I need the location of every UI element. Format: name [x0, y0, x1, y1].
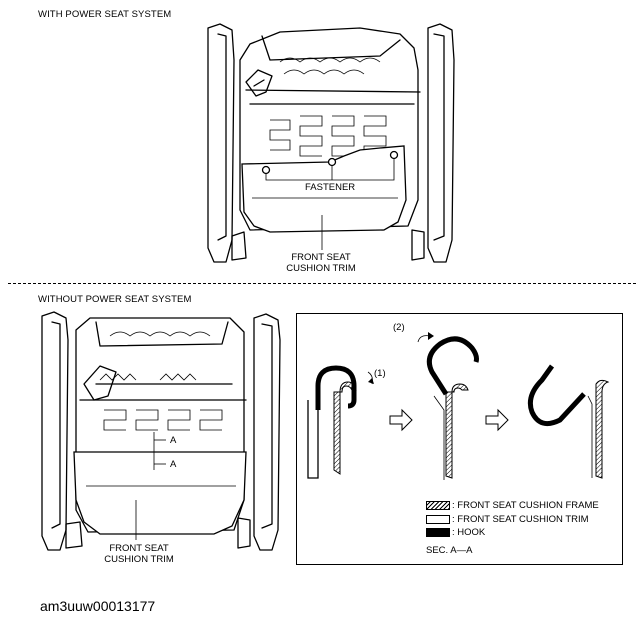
top-trim-label-line2: CUSHION TRIM — [286, 263, 356, 274]
fastener-label: FASTENER — [305, 182, 356, 193]
legend-item-hook: : HOOK — [426, 527, 485, 538]
bottom-trim-label-line1: FRONT SEAT — [109, 543, 169, 554]
section-title-no-power-seat: WITHOUT POWER SEAT SYSTEM — [38, 294, 192, 305]
legend-text-trim: : FRONT SEAT CUSHION TRIM — [452, 514, 589, 525]
figure-id: am3uuw00013177 — [40, 598, 156, 614]
top-trim-label: FRONT SEAT CUSHION TRIM — [278, 252, 364, 274]
legend-text-hook: : HOOK — [452, 527, 486, 538]
legend-text-frame: : FRONT SEAT CUSHION FRAME — [452, 500, 599, 511]
section-marker-a-lower: A — [170, 459, 177, 470]
bottom-trim-label-line2: CUSHION TRIM — [104, 554, 174, 565]
top-trim-label-line1: FRONT SEAT — [291, 252, 351, 263]
legend-swatch-hatch — [426, 501, 450, 510]
legend-swatch-black — [426, 528, 450, 537]
step-2-label: (2) — [393, 322, 405, 333]
legend-item-trim: : FRONT SEAT CUSHION TRIM — [426, 514, 589, 525]
section-marker-a-upper: A — [170, 435, 177, 446]
section-caption: SEC. A—A — [426, 545, 473, 556]
bottom-trim-label: FRONT SEAT CUSHION TRIM — [96, 543, 182, 565]
section-detail-box — [296, 313, 623, 565]
legend-swatch-white — [426, 515, 450, 524]
step-1-label: (1) — [374, 368, 386, 379]
section-divider — [8, 283, 636, 284]
section-title-power-seat: WITH POWER SEAT SYSTEM — [38, 9, 172, 20]
legend-item-frame: : FRONT SEAT CUSHION FRAME — [426, 500, 599, 511]
